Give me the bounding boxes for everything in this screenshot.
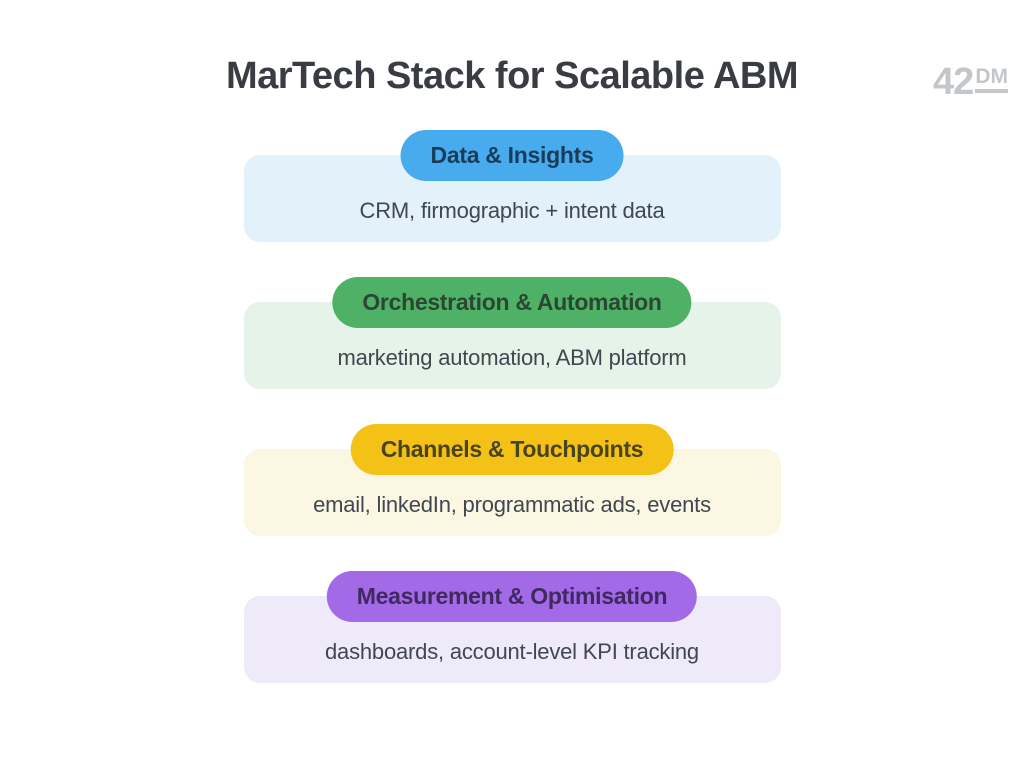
layer-orchestration-automation: marketing automation, ABM platform Orche… [243,277,781,389]
layer-label-pill: Data & Insights [400,130,624,181]
logo-letters: DM [975,66,1008,93]
42dm-logo: 42 DM [933,61,1008,103]
layer-measurement-optimisation: dashboards, account-level KPI tracking M… [243,571,781,683]
infographic-canvas: 42 DM MarTech Stack for Scalable ABM CRM… [0,52,1024,764]
layer-label-pill: Channels & Touchpoints [350,424,674,475]
logo-number: 42 [933,61,974,103]
page-title: MarTech Stack for Scalable ABM [225,55,799,97]
layer-channels-touchpoints: email, linkedIn, programmatic ads, event… [243,424,781,536]
layer-data-insights: CRM, firmographic + intent data Data & I… [243,130,781,242]
layer-label-pill: Orchestration & Automation [332,277,692,328]
layer-detail-box: marketing automation, ABM platform [243,302,781,389]
martech-stack: CRM, firmographic + intent data Data & I… [0,130,1024,683]
layer-label-pill: Measurement & Optimisation [326,571,698,622]
